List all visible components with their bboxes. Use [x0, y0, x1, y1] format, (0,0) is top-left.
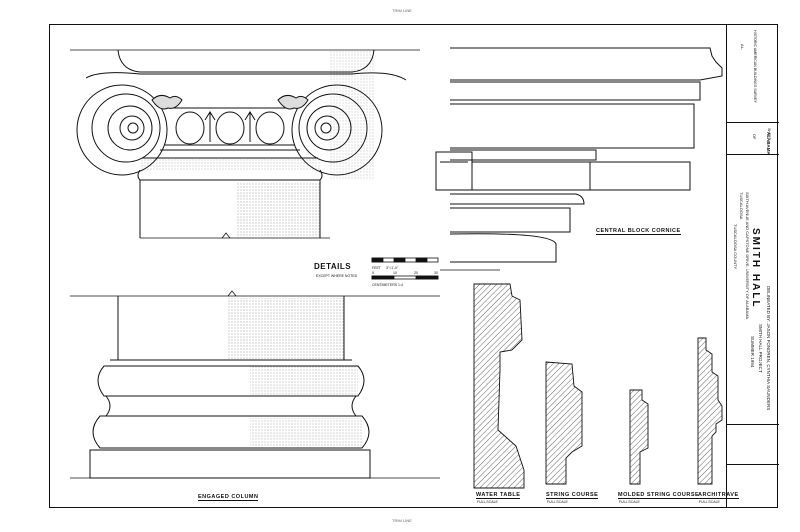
project-line: SMITH HALL PROJECT — [758, 324, 763, 373]
credits-line: DELINEATED BY: JASON FONDREN, CYNTHIA SA… — [766, 286, 771, 411]
caption-string-course: STRING COURSE — [546, 492, 599, 499]
cornice-profile — [435, 47, 723, 271]
water-table-scale: FULL SCALE — [477, 500, 498, 504]
sheet-number: OF — [752, 134, 757, 140]
survey-name: HISTORIC AMERICAN BUILDINGS SURVEY — [753, 30, 757, 103]
ionic-capital — [70, 49, 420, 239]
molded-string-course-profile — [629, 389, 649, 485]
sheet-border — [49, 24, 778, 508]
scale-cm-label: CENTIMETERS 1:4 — [372, 283, 403, 287]
string-course-scale: FULL SCALE — [547, 500, 568, 504]
scale-tick-0: 0 — [372, 271, 374, 275]
molded-string-course-scale: FULL SCALE — [619, 500, 640, 504]
details-title: DETAILS — [314, 262, 352, 271]
scale-feet-label: FEET — [372, 266, 381, 270]
caption-molded-string-course: MOLDED STRING COURSE — [618, 492, 700, 499]
county-line: TUSCALOOSA COUNTY — [733, 224, 738, 270]
trim-line-bottom: TRIM LINE — [392, 518, 412, 523]
sheet-label: SHEET — [767, 128, 771, 140]
string-course-profile — [545, 361, 583, 485]
survey-number: AL- — [740, 44, 745, 51]
scale-tick-30: 30 — [434, 271, 438, 275]
scale-tick-10: 10 — [393, 271, 397, 275]
details-subtitle: EXCEPT WHERE NOTED — [316, 274, 358, 278]
water-table-profile — [473, 283, 525, 489]
caption-water-table: WATER TABLE — [476, 492, 521, 499]
trim-line-top: TRIM LINE — [392, 8, 412, 13]
caption-central-block-cornice: CENTRAL BLOCK CORNICE — [596, 228, 681, 235]
architrave-scale: FULL SCALE — [699, 500, 720, 504]
scale-bar — [371, 257, 439, 280]
caption-engaged-column: ENGAGED COLUMN — [198, 494, 259, 501]
scale-feet-ratio: 3"=1'-0" — [386, 266, 399, 270]
address-line: SIXTH AVENUE AND CAPSTONE DRIVE, UNIVERS… — [745, 192, 750, 320]
city-line: TUSCALOOSA — [739, 192, 744, 220]
architrave-profile — [697, 337, 723, 485]
caption-architrave: ARCHITRAVE — [698, 492, 739, 499]
title-block: SMITH HALL SIXTH AVENUE AND CAPSTONE DRI… — [726, 24, 779, 508]
engaged-column-base — [70, 290, 440, 479]
year-line: SUMMER 1994 — [750, 336, 755, 368]
building-name: SMITH HALL — [750, 228, 761, 309]
scale-tick-20: 20 — [414, 271, 418, 275]
